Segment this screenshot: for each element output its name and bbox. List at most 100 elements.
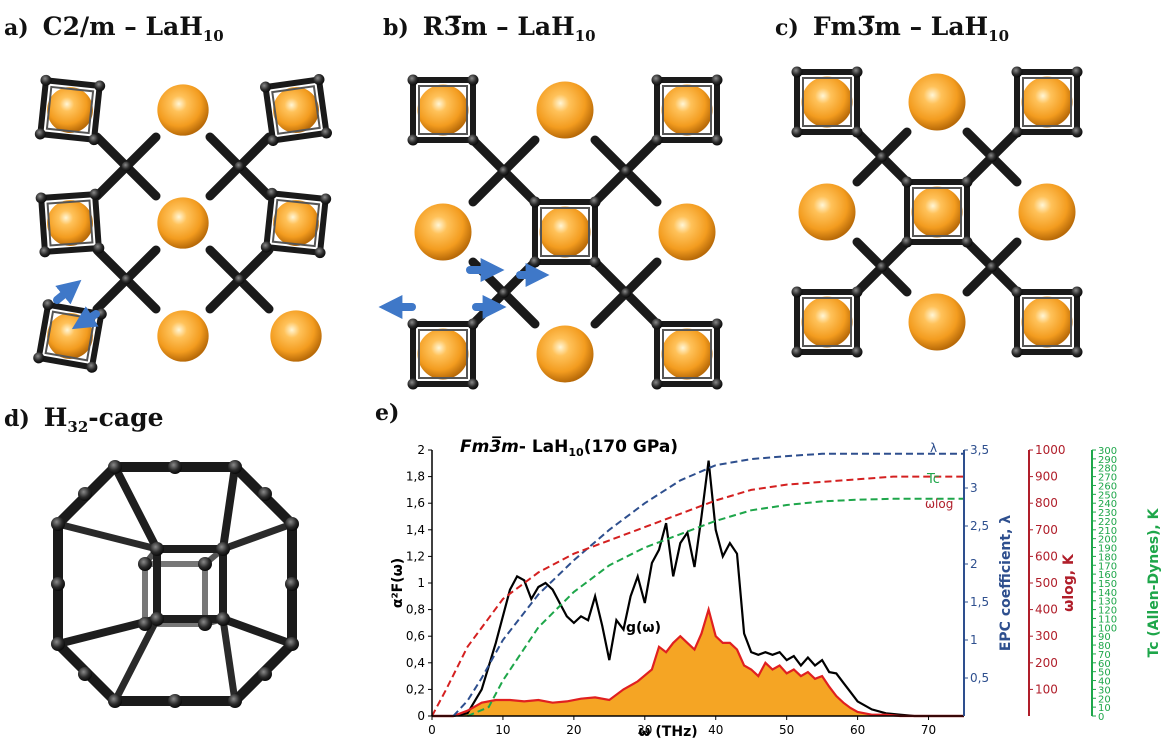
series-line-g-omega	[432, 605, 964, 718]
y-tick-label-tc: 50	[1098, 668, 1111, 679]
h-bond	[877, 127, 912, 162]
y-tick-label: 0,6	[406, 629, 425, 643]
y-tick-label-tc: 250	[1098, 490, 1117, 501]
h-cage-frame	[654, 77, 720, 143]
h-bond	[92, 275, 131, 314]
h-bond	[621, 166, 662, 207]
h-atom	[499, 166, 509, 176]
h-atom	[42, 299, 54, 311]
h-bond	[852, 262, 887, 297]
h-bond	[205, 245, 244, 284]
la-atom	[798, 183, 856, 241]
h-cage-inner	[46, 199, 94, 247]
h-atom	[1011, 286, 1023, 298]
h-cage-inner	[662, 329, 712, 379]
y-tick-label-tc: 100	[1098, 623, 1117, 634]
h-atom	[285, 637, 299, 651]
h-atom	[234, 274, 245, 285]
y-tick-label-tc: 260	[1098, 481, 1117, 492]
cage-cell	[651, 74, 723, 146]
y-tick-label: 1,8	[406, 470, 425, 484]
h-cage-frame	[794, 69, 860, 135]
y-tick-label-lambda: 3	[970, 481, 978, 495]
h-bond	[235, 132, 274, 171]
cage-cell	[791, 66, 863, 138]
x-tick-label: 50	[779, 723, 794, 737]
h-bond	[590, 288, 631, 329]
h-bond	[877, 152, 912, 187]
h-atom	[467, 378, 479, 390]
la-atom	[801, 76, 853, 128]
y-tick-label-lambda: 1	[970, 633, 978, 647]
h-atom	[961, 176, 973, 188]
annotation-label: λ	[930, 441, 937, 455]
h-atom	[711, 134, 723, 146]
cage-bond	[219, 463, 239, 553]
h-bond	[499, 135, 540, 176]
h-atom	[108, 460, 122, 474]
y-tick-label: 0,8	[406, 603, 425, 617]
x-tick-label: 30	[637, 723, 652, 737]
la-atom	[536, 325, 594, 383]
h-atom	[851, 346, 863, 358]
y-tick-label-omega_log: 600	[1035, 549, 1058, 563]
h-cage-inner	[418, 329, 468, 379]
h-atom	[961, 236, 973, 248]
y-tick-label-tc: 190	[1098, 544, 1117, 555]
y-tick-label-omega_log: 700	[1035, 523, 1058, 537]
x-tick-label: 40	[708, 723, 723, 737]
h-bond	[877, 237, 912, 272]
h-atom	[851, 126, 863, 138]
x-tick-label: 70	[921, 723, 936, 737]
h-cage-frame	[37, 77, 103, 143]
chart-title-phase: Fm3̅m	[460, 435, 519, 457]
h-atom	[1011, 346, 1023, 358]
la-atom	[157, 310, 209, 362]
h-atom	[94, 80, 106, 92]
panel-d-tag: d)	[4, 406, 30, 432]
cage-bond	[219, 615, 239, 705]
y-tick-label-tc: 270	[1098, 473, 1117, 484]
h-atom	[987, 262, 997, 272]
h-cage-inner	[271, 85, 321, 135]
la-atom	[157, 197, 209, 249]
h-atom	[791, 126, 803, 138]
panel-c-title: Fm3̅m – LaH10	[813, 12, 1009, 45]
h-atom	[260, 241, 272, 253]
h-atom	[228, 694, 242, 708]
cage-cell	[35, 188, 105, 258]
series-line-omega_log	[431, 475, 964, 717]
panel-a-title-sub: 10	[202, 27, 224, 45]
h-atom	[987, 152, 997, 162]
panel-b-label: b)R3̅m – LaH10	[383, 12, 596, 45]
y-tick-label-tc: 120	[1098, 606, 1117, 617]
h-bond	[987, 152, 1022, 187]
y-tick-label-tc: 10	[1098, 703, 1111, 714]
h-atom	[138, 617, 152, 631]
cage-cell	[651, 318, 723, 390]
h-bond	[962, 152, 997, 187]
h-cage-inner	[1022, 297, 1072, 347]
la-atom	[908, 293, 966, 351]
y-tick-label-tc: 210	[1098, 526, 1117, 537]
h-atom	[35, 192, 47, 204]
h-atom	[198, 557, 212, 571]
panel-a-tag: a)	[4, 15, 29, 41]
cage-cell	[1011, 286, 1083, 358]
la-atom	[414, 203, 472, 261]
x-tick-label: 20	[566, 723, 581, 737]
h-cage-frame	[794, 289, 860, 355]
h-atom	[1071, 66, 1083, 78]
h-atom	[285, 577, 299, 591]
h-atom	[168, 694, 182, 708]
la-atom	[911, 186, 963, 238]
h-atom	[407, 318, 419, 330]
y-tick-label: 1,4	[406, 523, 425, 537]
h-atom	[34, 128, 46, 140]
y-tick-label-omega_log: 200	[1035, 656, 1058, 670]
panel-e-label: e)	[375, 400, 413, 426]
y-tick-label-tc: 230	[1098, 508, 1117, 519]
